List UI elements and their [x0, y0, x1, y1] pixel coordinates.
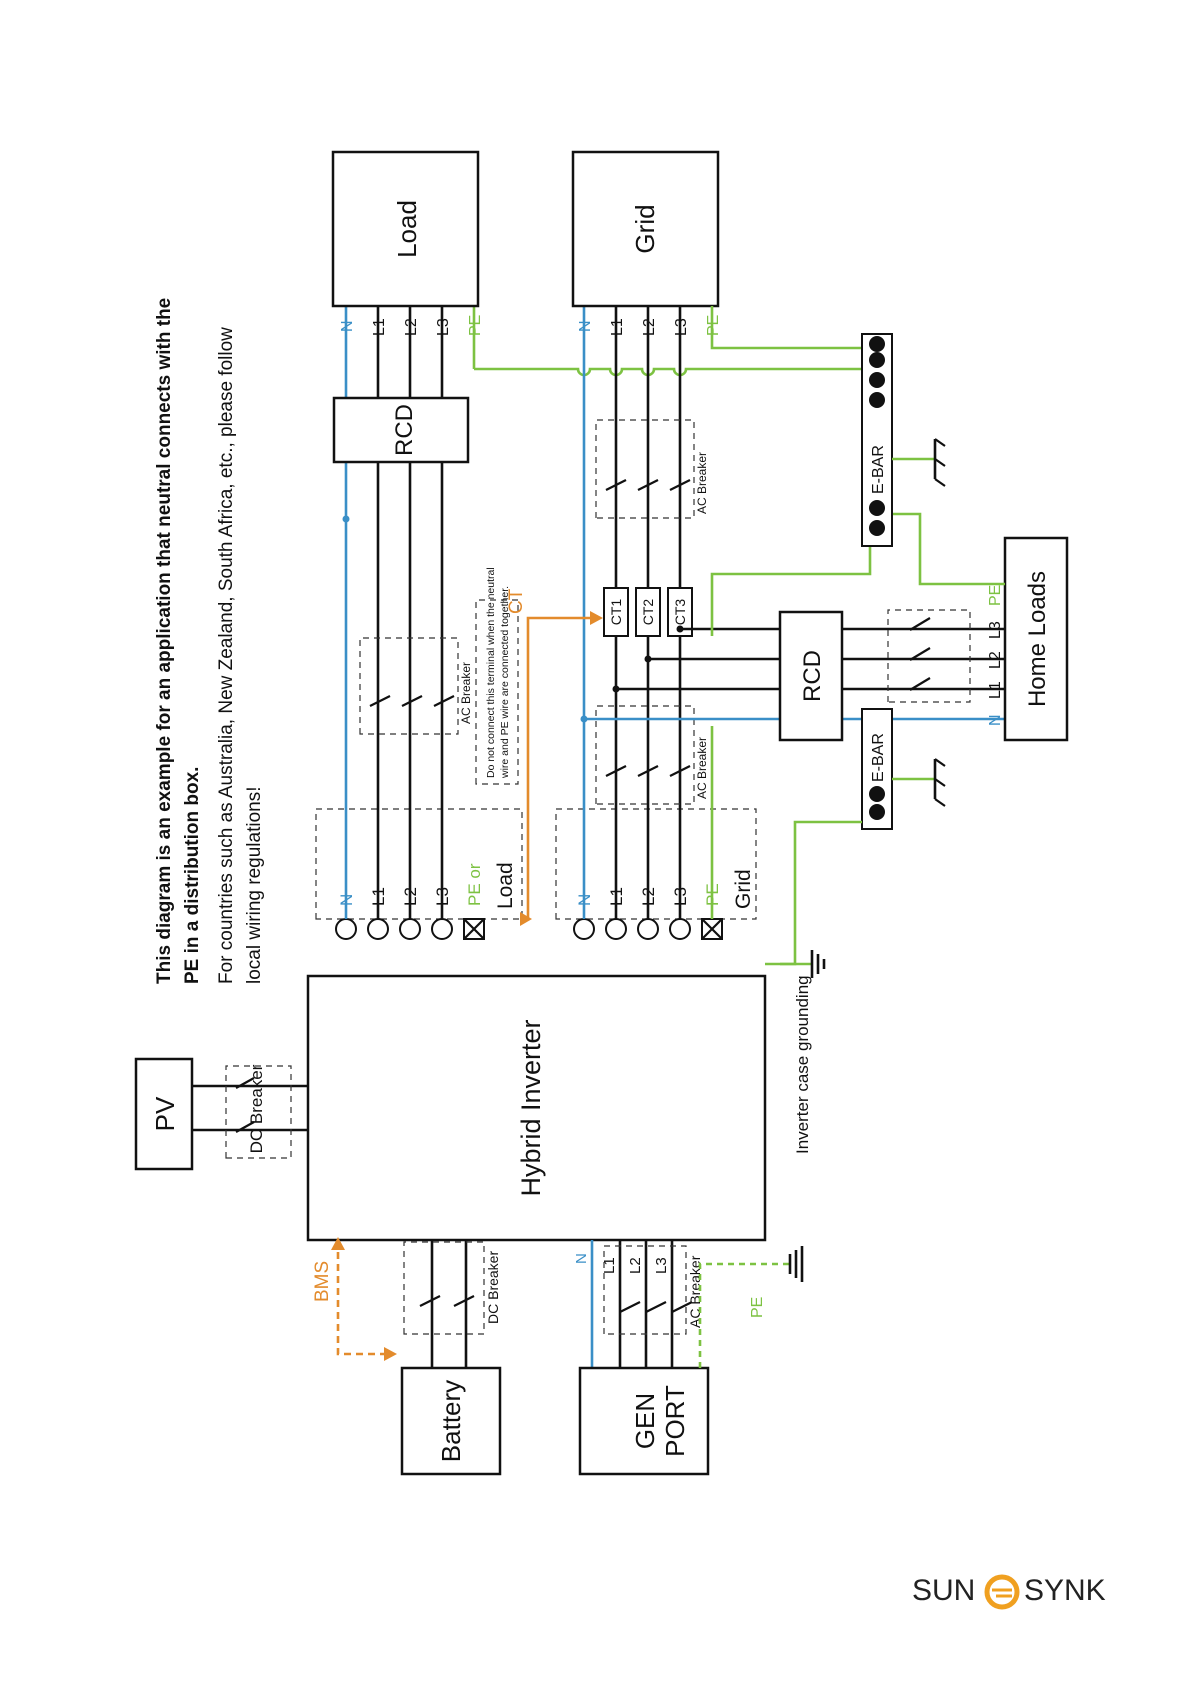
home-wire-l3: L3 — [987, 621, 1004, 639]
gen-wire-l1: L1 — [601, 1257, 618, 1274]
sunsynk-logo: SUN SYNK — [912, 1574, 1106, 1610]
neutral-note-line-1: Do not connect this terminal when the ne… — [485, 567, 497, 778]
load-box — [331, 150, 480, 308]
ct-sensor-3 — [667, 587, 693, 637]
load-box-label: Load — [392, 200, 422, 258]
hybrid-inverter — [306, 974, 767, 1242]
grid-wire-l1: L1 — [609, 318, 626, 336]
home-wire-l2: L2 — [987, 651, 1004, 669]
neutral-note-box — [475, 599, 519, 785]
hybrid-inverter-label: Hybrid Inverter — [516, 1019, 546, 1196]
ebar-top — [861, 333, 893, 547]
home-wire-n: N — [987, 714, 1004, 726]
load-wire-pe: PE — [467, 315, 484, 336]
bms-label: BMS — [312, 1261, 333, 1302]
load-ac-breaker-label: AC Breaker — [459, 662, 473, 724]
home-wire-l1: L1 — [987, 681, 1004, 699]
battery-dc-breaker — [403, 1241, 485, 1335]
home-rcd — [778, 610, 844, 742]
grid-terminal-label: Grid — [732, 869, 755, 909]
home-wire-pe: PE — [987, 585, 1004, 606]
load-wire-l3: L3 — [435, 318, 452, 336]
load-wire-n: N — [339, 320, 356, 332]
ebar-top-label: E-BAR — [870, 445, 887, 494]
ct-sensor-2-label: CT2 — [640, 599, 656, 626]
grid-wire-l3: L3 — [673, 318, 690, 336]
neutral-note-line-2: wire and PE wire are connected together. — [499, 586, 511, 779]
pv-label: PV — [150, 1096, 180, 1131]
grid-wire-pe: PE — [705, 315, 722, 336]
logo-synk: SYNK — [1024, 1574, 1106, 1607]
home-rcd-label: RCD — [799, 650, 826, 702]
load-terminal-pe-or: PE or — [465, 863, 484, 906]
gen-port-label-1: GEN — [630, 1393, 660, 1449]
home-loads-label: Home Loads — [1024, 571, 1051, 707]
grid-ac-breaker-lower — [595, 705, 695, 805]
grid-ac-breaker-upper — [595, 419, 695, 519]
ct-sensor-2 — [635, 587, 661, 637]
gen-pe-label: PE — [749, 1297, 766, 1318]
gen-wire-n: N — [573, 1253, 590, 1264]
heading-line-1: This diagram is an example for an applic… — [154, 298, 175, 984]
gen-port-box — [578, 1366, 710, 1476]
heading-line-3: For countries such as Australia, New Zea… — [216, 327, 237, 984]
ct-sensor-1-label: CT1 — [608, 599, 624, 626]
pv-dc-breaker-label: DC Breaker — [247, 1064, 266, 1153]
grid-box-label: Grid — [630, 204, 660, 253]
load-rcd — [332, 396, 470, 464]
ct-label: CT — [506, 588, 527, 614]
battery-box — [400, 1366, 502, 1476]
grid-terminal-block — [573, 918, 723, 940]
grid-wire-l2: L2 — [641, 318, 658, 336]
grid-box — [571, 150, 720, 308]
grid-ac-breaker-upper-label: AC Breaker — [695, 452, 709, 514]
heading-line-4: local wiring regulations! — [244, 787, 265, 985]
battery-dc-breaker-label: DC Breaker — [485, 1251, 501, 1324]
inverter-case-grounding-label: Inverter case grounding — [793, 975, 812, 1154]
load-terminal-block — [335, 918, 485, 940]
grid-ac-breaker-lower-label: AC Breaker — [695, 737, 709, 799]
battery-label: Battery — [436, 1380, 466, 1462]
gen-ac-breaker — [603, 1245, 687, 1335]
logo-sync-icon — [984, 1574, 1020, 1610]
load-wire-l1: L1 — [371, 318, 388, 336]
gen-port-label-2: PORT — [660, 1385, 690, 1457]
pv-dc-breaker — [225, 1065, 292, 1159]
home-loads-box — [1003, 536, 1069, 742]
load-terminal-label: Load — [494, 862, 517, 909]
ct-sensor-1 — [603, 587, 629, 637]
grid-wire-n: N — [577, 320, 594, 332]
ct-sensor-3-label: CT3 — [672, 599, 688, 626]
load-wire-l2: L2 — [403, 318, 420, 336]
ebar-mid-label: E-BAR — [870, 733, 887, 782]
gen-wire-l2: L2 — [627, 1257, 644, 1274]
ebar-mid — [861, 708, 893, 830]
logo-sun: SUN — [912, 1574, 975, 1607]
pv-box — [134, 1057, 194, 1171]
load-rcd-label: RCD — [391, 404, 418, 456]
heading-line-2: PE in a distribution box. — [182, 767, 203, 984]
home-ac-breaker — [887, 609, 971, 703]
load-ac-breaker — [359, 637, 459, 735]
gen-wire-l3: L3 — [653, 1257, 670, 1274]
